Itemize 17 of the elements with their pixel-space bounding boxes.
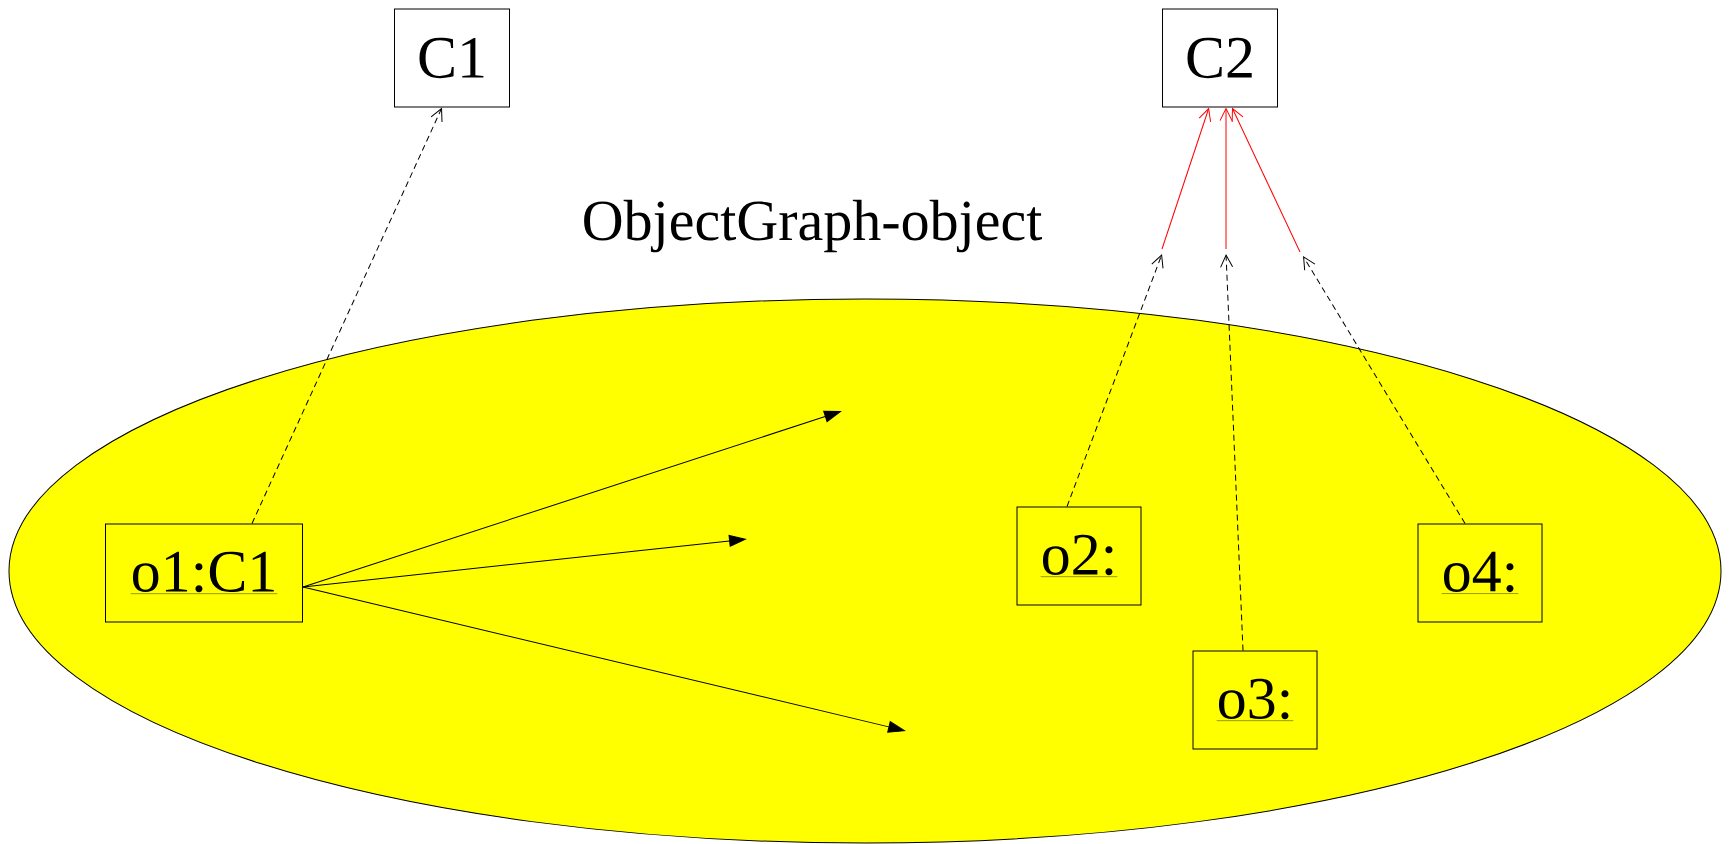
arrow — [251, 108, 443, 524]
arrow — [1219, 108, 1233, 250]
arrow — [1231, 108, 1301, 253]
object-box: o4: — [1417, 523, 1543, 623]
object-box: o3: — [1192, 650, 1318, 750]
class-box: C1 — [394, 8, 510, 108]
arrow — [302, 534, 746, 588]
arrow — [302, 586, 905, 733]
arrow — [302, 410, 841, 588]
arrow — [1220, 254, 1244, 651]
object-box: o2: — [1016, 506, 1142, 606]
arrow — [1161, 108, 1212, 250]
region-title: ObjectGraph-object — [584, 199, 1042, 253]
object-box: o1:C1 — [105, 523, 303, 623]
arrow — [1303, 256, 1466, 524]
arrow — [1066, 254, 1164, 507]
class-box: C2 — [1162, 8, 1278, 108]
